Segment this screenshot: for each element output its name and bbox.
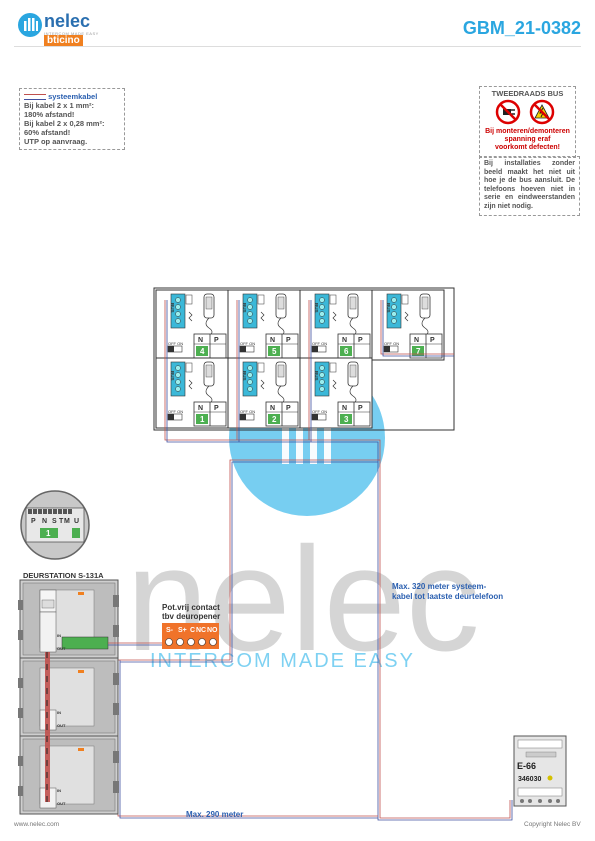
n-label: N (342, 337, 347, 344)
p-label: P (214, 405, 219, 412)
n-label: N (270, 337, 275, 344)
off-on-label: OFF ON (168, 341, 183, 346)
in-label: IN (57, 710, 61, 715)
contact-term: C (190, 627, 196, 634)
zoom-label: P (31, 518, 36, 525)
cable-note-line: 180% afstand! (24, 110, 75, 119)
bus-warning-head: TWEEDRAADS BUS (491, 89, 564, 98)
n-label: N (198, 405, 203, 412)
max-320-label: Max. 320 meter systeem- kabel tot laatst… (392, 582, 503, 602)
contact-label-line: tbv deuropener (162, 612, 221, 621)
relay-code: 346030 (518, 776, 542, 783)
bus-label: BUS (242, 371, 247, 381)
zoom-number: 1 (46, 529, 51, 538)
out-label: OUT (57, 723, 66, 728)
no-plug-icon (495, 99, 521, 125)
bus-warning-line: Bij monteren/demonteren (485, 128, 570, 135)
footer-website: www.nelec.com (14, 821, 60, 828)
door-contact-terminal: S- S+ C NC NO (162, 623, 219, 649)
bus-label: BUS (386, 303, 391, 313)
logo-text: nelec (44, 11, 91, 31)
contact-label-line: Pot.vrij contact (162, 603, 220, 612)
cable-note-line: UTP op aanvraag. (24, 137, 88, 146)
document-code: GBM_21-0382 (462, 18, 581, 38)
n-label: N (270, 405, 275, 412)
contact-term: NC (196, 627, 207, 634)
phone-number: 5 (272, 347, 277, 356)
zoom-label: S (52, 518, 57, 525)
p-label: P (358, 337, 363, 344)
bus-label: BUS (170, 303, 175, 313)
zoom-label: T (59, 518, 64, 525)
contact-term: NO (207, 627, 218, 634)
zoom-label: U (74, 518, 79, 525)
n-label: N (414, 337, 419, 344)
no-voltage-icon (529, 99, 555, 125)
nelec-logo-icon (18, 13, 42, 37)
p-label: P (214, 337, 219, 344)
n-label: N (198, 337, 203, 344)
logo-tagline: INTERCOM MADE EASY (44, 31, 99, 36)
watermark-tagline: INTERCOM MADE EASY (150, 650, 415, 672)
phone-number: 3 (344, 415, 349, 424)
phone-number: 6 (344, 347, 349, 356)
max-290-label: Max. 290 meter (186, 810, 244, 819)
bus-label: BUS (314, 303, 319, 313)
bus-label: BUS (314, 371, 319, 381)
phone-number: 1 (200, 415, 205, 424)
max-320-line: kabel tot laatste deurtelefoon (392, 592, 504, 601)
terminal-screws-icon (165, 638, 217, 646)
cable-legend-icon (24, 94, 46, 101)
out-label: OUT (57, 801, 66, 806)
relay-label: E-66 (517, 761, 537, 771)
out-label: OUT (57, 646, 66, 651)
no-power-icons (495, 99, 555, 125)
contact-label: Pot.vrij contact tbv deuropener (162, 603, 220, 621)
phone-number: 4 (200, 347, 205, 356)
in-label: IN (57, 788, 61, 793)
off-on-label: OFF ON (240, 409, 255, 414)
contact-term: S+ (178, 627, 187, 634)
in-label: IN (57, 633, 61, 638)
bus-warning-line: spanning eraf (504, 136, 551, 143)
off-on-label: OFF ON (312, 409, 327, 414)
installation-note: Bij installaties zonder beeld maakt het … (479, 156, 580, 216)
zoom-label: N (42, 518, 47, 525)
bus-warning-line: voorkomt defecten! (495, 144, 560, 151)
n-label: N (342, 405, 347, 412)
p-label: P (358, 405, 363, 412)
footer-copyright: Copyright Nelec BV (524, 821, 581, 828)
zoom-label: M (64, 518, 70, 525)
door-station-title: DEURSTATION S-131A (23, 571, 104, 580)
off-on-label: OFF ON (240, 341, 255, 346)
p-label: P (430, 337, 435, 344)
phone-number: 2 (272, 415, 277, 424)
off-on-label: OFF ON (384, 341, 399, 346)
contact-term: S- (166, 627, 173, 634)
cable-note-line: Bij kabel 2 x 1 mm²: (24, 101, 95, 110)
p-label: P (286, 337, 291, 344)
logo-brand: bticino (44, 35, 83, 46)
phone-number: 7 (416, 347, 421, 356)
header-divider (14, 46, 581, 47)
watermark-word: nelec (126, 517, 480, 682)
cable-note-head: systeemkabel (48, 92, 98, 101)
off-on-label: OFF ON (168, 409, 183, 414)
cable-note-line: 60% afstand! (24, 128, 71, 137)
bus-label: BUS (242, 303, 247, 313)
bus-label: BUS (170, 371, 175, 381)
bus-warning-note: TWEEDRAADS BUS Bij monteren/demonteren s… (479, 86, 576, 158)
cable-note-line: Bij kabel 2 x 0,28 mm²: (24, 119, 105, 128)
p-label: P (286, 405, 291, 412)
max-320-line: Max. 320 meter systeem- (392, 582, 487, 591)
off-on-label: OFF ON (312, 341, 327, 346)
cable-note: systeemkabel Bij kabel 2 x 1 mm²: 180% a… (19, 88, 125, 150)
